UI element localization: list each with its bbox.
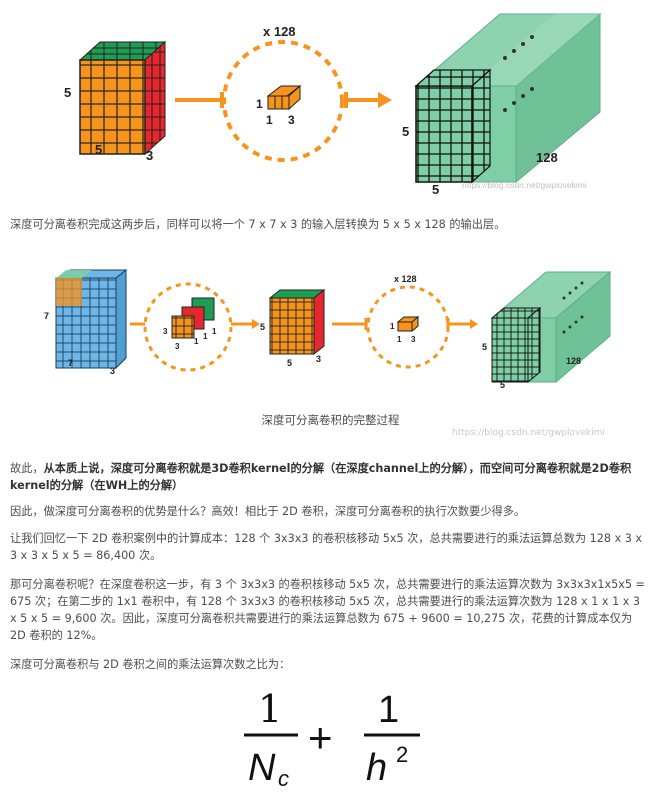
formula-denominator-1-sub: c xyxy=(278,766,289,791)
output-prism xyxy=(414,12,602,184)
ratio-formula: 1 N c + 1 h 2 xyxy=(240,680,440,792)
multiplier-label: x 128 xyxy=(263,24,296,39)
depthwise-kernels xyxy=(171,297,215,339)
in-d-label: 3 xyxy=(110,366,115,376)
output-height-label: 5 xyxy=(402,124,409,139)
figure1-watermark: https://blog.csdn.net/gwplovekimi xyxy=(462,180,587,190)
figure-pointwise-convolution: 5 5 3 x 128 1 1 3 5 5 128 https://blog.c… xyxy=(64,12,602,197)
k1a-label: 1 xyxy=(194,337,199,346)
input-width-label: 5 xyxy=(95,142,102,157)
kernel-circle xyxy=(222,40,344,162)
figure-depthwise-separable-process: 7 7 3 3 3 1 1 1 5 5 3 x 128 1 1 3 xyxy=(44,268,612,390)
figure2-watermark: https://blog.csdn.net/gwplovekimi xyxy=(452,428,605,438)
input-cube xyxy=(78,40,167,156)
paragraph-2-bold: 从本质上说，深度可分离卷积就是3D卷积kernel的分解（在深度channel上… xyxy=(10,462,632,492)
mid-d-label: 3 xyxy=(316,354,321,364)
formula-denominator-2-sup: 2 xyxy=(396,742,408,767)
paragraph-2: 故此，从本质上说，深度可分离卷积就是3D卷积kernel的分解（在深度chann… xyxy=(10,460,650,494)
input-height-label: 5 xyxy=(64,85,71,100)
mid-h-label: 5 xyxy=(260,322,265,332)
kernel-h-label: 1 xyxy=(256,97,263,111)
depthwise-circle xyxy=(143,282,233,372)
k1b-label: 1 xyxy=(203,332,208,341)
formula-plus: + xyxy=(308,714,333,761)
paragraph-3: 因此，做深度可分离卷积的优势是什么？高效！相比于 2D 卷积，深度可分离卷积的执… xyxy=(10,505,526,518)
pointwise-kernel xyxy=(266,84,302,111)
pk-d-label: 3 xyxy=(411,335,416,344)
output-width-label: 5 xyxy=(432,182,439,197)
paragraph-5: 那可分离卷积呢？在深度卷积这一步，有 3 个 3x3x3 的卷积核移动 5x5 … xyxy=(10,578,645,642)
paragraph-1: 深度可分离卷积完成这两步后，同样可以将一个 7 x 7 x 3 的输入层转换为 … xyxy=(10,218,506,231)
out-w-label: 5 xyxy=(500,380,505,390)
paragraph-4: 让我们回忆一下 2D 卷积案例中的计算成本：128 个 3x3x3 的卷积核移动… xyxy=(10,532,643,562)
out-d-label: 128 xyxy=(566,356,581,366)
formula-denominator-2-base: h xyxy=(366,747,387,789)
kernel-d-label: 3 xyxy=(288,113,295,127)
mid-w-label: 5 xyxy=(287,358,292,368)
paragraph-2-prefix: 故此， xyxy=(10,462,44,475)
multiplier-label-2: x 128 xyxy=(394,274,417,284)
input-depth-label: 3 xyxy=(146,148,153,163)
formula-numerator-2: 1 xyxy=(378,689,399,731)
in-h-label: 7 xyxy=(44,311,49,321)
k1c-label: 1 xyxy=(212,327,217,336)
output-depth-label: 128 xyxy=(536,150,558,165)
k-h-label: 3 xyxy=(163,327,168,336)
formula-numerator-1: 1 xyxy=(258,687,282,731)
k-w-label: 3 xyxy=(175,342,180,351)
pk-h-label: 1 xyxy=(390,322,395,331)
figure2-caption: 深度可分离卷积的完整过程 xyxy=(261,413,400,427)
input-volume xyxy=(55,268,128,370)
pk-w-label: 1 xyxy=(397,335,402,344)
in-w-label: 7 xyxy=(68,358,73,368)
kernel-w-label: 1 xyxy=(266,113,273,127)
paragraph-6: 深度可分离卷积与 2D 卷积之间的乘法运算次数之比为： xyxy=(10,658,291,671)
formula-denominator-1-base: N xyxy=(248,747,276,789)
pointwise-kernel-2 xyxy=(396,315,420,333)
intermediate-cube xyxy=(268,288,326,356)
output-prism-2 xyxy=(490,270,612,384)
out-h-label: 5 xyxy=(482,342,487,352)
